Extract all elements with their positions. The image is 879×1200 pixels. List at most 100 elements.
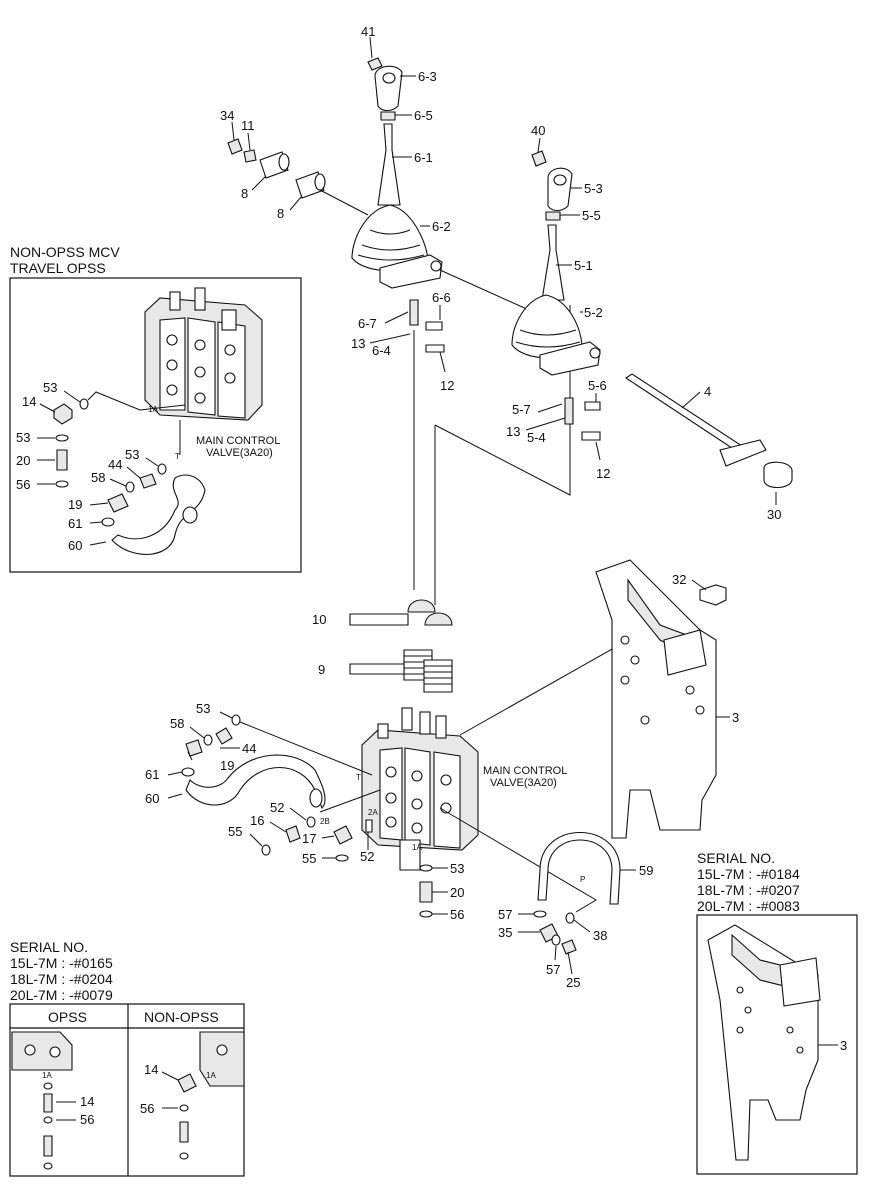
callout-5-1: 5-1	[574, 258, 593, 273]
nut-40-shape	[531, 150, 547, 167]
callout-53a: 53	[196, 701, 210, 716]
non-opss-callout-14: 14	[144, 1062, 158, 1077]
port-1a: 1A	[412, 843, 422, 852]
clamp-61-shape	[101, 517, 115, 527]
callout-5-7: 5-7	[512, 402, 531, 417]
callout-40: 40	[531, 123, 545, 138]
inset-callout-58: 58	[91, 470, 105, 485]
o-ring-56-shape	[55, 480, 69, 488]
callout-8b: 8	[277, 206, 284, 221]
callout-6-6: 6-6	[432, 290, 451, 305]
serial-left-line1: 15L-7M : -#0165	[10, 955, 113, 971]
callout-19: 19	[220, 758, 234, 773]
nut-6-5-shape	[380, 111, 396, 121]
o-ring-53-shape	[79, 398, 89, 410]
callout-20: 20	[450, 885, 464, 900]
callout-58: 58	[170, 716, 184, 731]
col-non-opss: NON-OPSS	[144, 1009, 219, 1025]
bracket-3	[595, 559, 727, 839]
callout-56: 56	[450, 907, 464, 922]
callouts: 41 6-3 6-5 6-1 6-2 34 11 8 8 40 5-3 5-5 …	[145, 24, 781, 990]
inset-callout-53a: 53	[43, 380, 57, 395]
col-opss: OPSS	[48, 1009, 87, 1025]
main-control-valve: MAIN CONTROL VALVE(3A20) T 2B 2A 1A P	[239, 621, 661, 913]
callout-35: 35	[498, 925, 512, 940]
rod-4-shape	[625, 373, 743, 453]
callout-16: 16	[250, 813, 264, 828]
inset-callout-56: 56	[16, 477, 30, 492]
opss-callout-56: 56	[80, 1112, 94, 1127]
callout-13a: 13	[351, 336, 365, 351]
connector-14-shape	[53, 403, 73, 425]
inset-callout-53b: 53	[16, 430, 30, 445]
callout-61: 61	[145, 767, 159, 782]
inset-callout-20: 20	[16, 453, 30, 468]
o-ring-53c-shape	[157, 463, 167, 475]
cap-and-bellows	[349, 599, 453, 693]
callout-10: 10	[312, 612, 326, 627]
inset-callout-14: 14	[22, 394, 36, 409]
serial-left-title: SERIAL NO.	[10, 939, 88, 955]
nut-5-5-shape	[545, 211, 561, 221]
serial-right-line2: 18L-7M : -#0207	[697, 882, 800, 898]
serial-left-port-1a: 1A	[42, 1071, 52, 1080]
callout-4: 4	[704, 384, 711, 399]
inset-valve-label-2: VALVE(3A20)	[206, 447, 273, 459]
port-2b: 2B	[320, 817, 330, 826]
cap-10a-shape	[407, 599, 436, 613]
inset-title-1: NON-OPSS MCV	[10, 244, 120, 260]
callout-17: 17	[302, 831, 316, 846]
callout-6-4: 6-4	[372, 343, 391, 358]
washer-11-shape	[243, 149, 257, 163]
serial-left-inset: SERIAL NO. 15L-7M : -#0165 18L-7M : -#02…	[9, 939, 245, 1177]
callout-6-2: 6-2	[432, 219, 451, 234]
callout-6-3: 6-3	[418, 69, 437, 84]
non-opss-callout-56: 56	[140, 1101, 154, 1116]
callout-38: 38	[593, 928, 607, 943]
pipe-59-shape	[537, 831, 621, 905]
callout-34: 34	[220, 108, 234, 123]
callout-25: 25	[566, 975, 580, 990]
o-ring-53b-shape	[55, 434, 69, 442]
callout-41: 41	[361, 24, 375, 39]
callout-11: 11	[241, 118, 255, 133]
nut-34-shape	[227, 138, 243, 155]
inset-valve-drawing	[144, 287, 263, 421]
connector-44-shape	[139, 473, 157, 489]
callout-6-7: 6-7	[358, 316, 377, 331]
right-lever-assembly	[511, 150, 793, 489]
callout-9: 9	[318, 662, 325, 677]
callout-3: 3	[732, 710, 739, 725]
callout-6-1: 6-1	[414, 150, 433, 165]
callout-53b: 53	[450, 861, 464, 876]
opss-callout-14: 14	[80, 1094, 94, 1109]
callout-52a: 52	[270, 800, 284, 815]
inset-port-1a: 1A	[148, 405, 158, 414]
callout-60: 60	[145, 791, 159, 806]
serial-left-port-1a-b: 1A	[206, 1071, 216, 1080]
inset-callout-60: 60	[68, 538, 82, 553]
bolt-32-shape	[699, 584, 727, 606]
callout-8a: 8	[241, 186, 248, 201]
port-2a: 2A	[368, 808, 378, 817]
cap-10b-shape	[424, 612, 453, 626]
inset-valve-label-1: MAIN CONTROL	[196, 435, 280, 447]
inset-callout-53c: 53	[125, 447, 139, 462]
callout-59: 59	[639, 863, 653, 878]
leader-lines	[167, 36, 777, 975]
inset-port-t: T	[175, 452, 180, 461]
plate-6-7-shape	[409, 299, 419, 326]
non-opss-inset: NON-OPSS MCV TRAVEL OPSS MAIN CONTROL VA…	[9, 244, 302, 573]
left-lever-assembly	[227, 57, 571, 605]
callout-5-6: 5-6	[588, 378, 607, 393]
inset-title-2: TRAVEL OPSS	[10, 260, 106, 276]
callout-52b: 52	[360, 849, 374, 864]
callout-44: 44	[242, 741, 256, 756]
callout-12a: 12	[440, 378, 454, 393]
callout-55b: 55	[302, 851, 316, 866]
port-t: T	[356, 773, 361, 782]
callout-57a: 57	[498, 907, 512, 922]
callout-5-5: 5-5	[582, 208, 601, 223]
valve-label-1: MAIN CONTROL	[483, 765, 567, 777]
callout-30: 30	[767, 507, 781, 522]
